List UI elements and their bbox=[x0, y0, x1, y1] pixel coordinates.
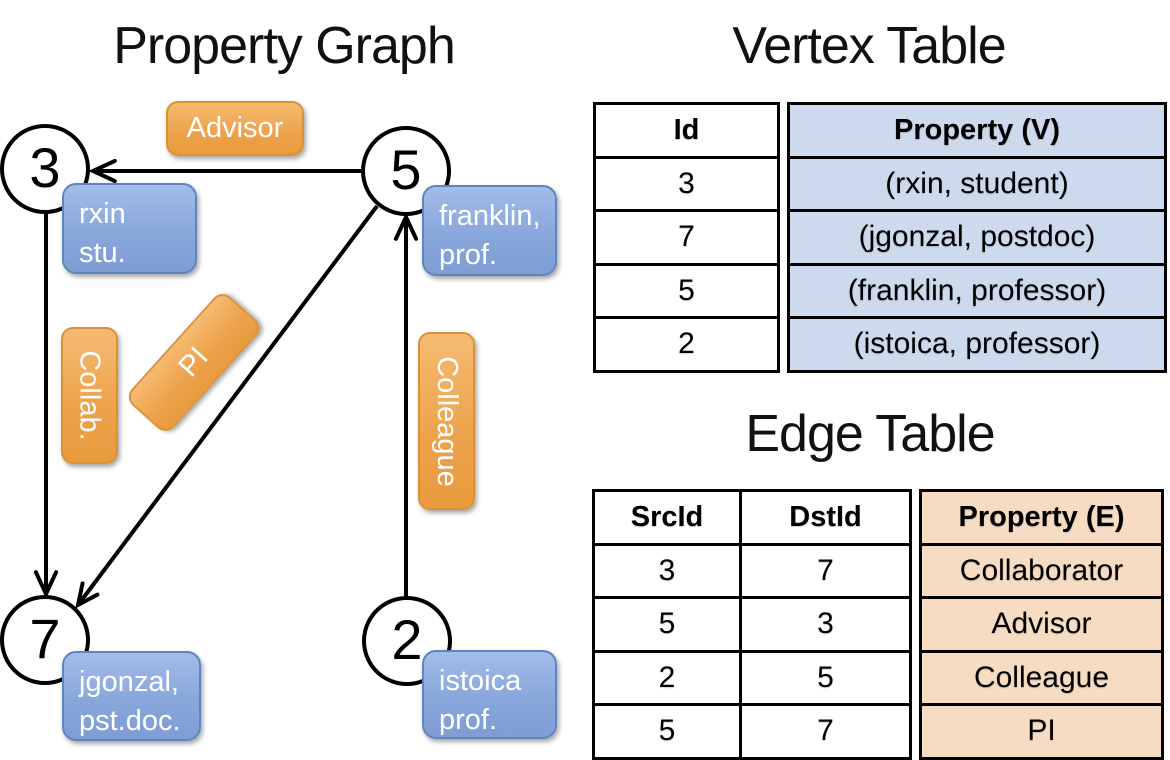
edge-label-colleague: Colleague bbox=[418, 332, 475, 510]
edge-table-property-column: Property (E) Collaborator Advisor Collea… bbox=[919, 489, 1164, 760]
table-cell: 3 bbox=[592, 542, 742, 599]
table-cell: (rxin, student) bbox=[787, 155, 1167, 212]
table-cell: Collaborator bbox=[919, 542, 1164, 599]
edge-label-colleague-text: Colleague bbox=[431, 355, 464, 487]
table-gap bbox=[912, 489, 919, 760]
edge-3-7-arrowhead bbox=[33, 570, 59, 599]
edge-table-id-columns: SrcId DstId 3 7 5 3 2 5 5 7 bbox=[592, 489, 912, 760]
vertex-property-2: istoica prof. bbox=[422, 650, 557, 739]
table-cell: PI bbox=[919, 703, 1164, 760]
vertex-id-5: 5 bbox=[390, 138, 422, 202]
edge-table-header-dstid: DstId bbox=[739, 489, 912, 546]
vertex-property-5-line1: franklin, bbox=[439, 200, 541, 232]
vertex-table-header-property: Property (V) bbox=[787, 102, 1167, 159]
vertex-property-2-line2: prof. bbox=[439, 704, 498, 737]
table-gap bbox=[780, 102, 787, 373]
edge-label-collab-text: Collab. bbox=[74, 350, 106, 441]
vertex-table-property-column: Property (V) (rxin, student) (jgonzal, p… bbox=[787, 102, 1167, 373]
table-cell: 7 bbox=[739, 542, 912, 599]
table-cell: 3 bbox=[593, 155, 780, 212]
table-cell: Colleague bbox=[919, 649, 1164, 706]
table-cell: 5 bbox=[592, 596, 742, 653]
vertex-table-id-column: Id 3 7 5 2 bbox=[593, 102, 780, 373]
vertex-id-2: 2 bbox=[391, 608, 423, 672]
table-cell: 2 bbox=[593, 316, 780, 373]
edge-label-advisor: Advisor bbox=[166, 101, 304, 156]
vertex-property-5: franklin, prof. bbox=[422, 185, 557, 276]
edge-label-pi-text: PI bbox=[172, 341, 215, 384]
table-cell: 5 bbox=[739, 649, 912, 706]
edge-5-7-arrowhead bbox=[75, 581, 100, 609]
vertex-property-3: rxin stu. bbox=[62, 183, 197, 274]
table-cell: 7 bbox=[593, 209, 780, 266]
vertex-table-title: Vertex Table bbox=[732, 17, 1006, 75]
vertex-property-7-line1: jgonzal, bbox=[79, 666, 179, 698]
table-cell: (jgonzal, postdoc) bbox=[787, 209, 1167, 266]
edge-5-3-arrowhead bbox=[88, 158, 117, 184]
vertex-id-7: 7 bbox=[29, 607, 61, 671]
vertex-property-5-line2: prof. bbox=[439, 239, 498, 272]
edge-table-header-srcid: SrcId bbox=[592, 489, 742, 546]
table-cell: 3 bbox=[739, 596, 912, 653]
vertex-property-3-line1: rxin bbox=[79, 198, 126, 230]
vertex-property-7: jgonzal, pst.doc. bbox=[62, 651, 201, 741]
table-cell: Advisor bbox=[919, 596, 1164, 653]
table-cell: (istoica, professor) bbox=[787, 316, 1167, 373]
edge-label-collab: Collab. bbox=[61, 327, 118, 464]
table-cell: (franklin, professor) bbox=[787, 262, 1167, 319]
edge-2-5-arrowhead bbox=[393, 212, 419, 241]
table-cell: 5 bbox=[593, 262, 780, 319]
edge-table-header-property: Property (E) bbox=[919, 489, 1164, 546]
edge-table: SrcId DstId 3 7 5 3 2 5 5 7 Property (E) bbox=[592, 489, 1164, 760]
table-cell: 2 bbox=[592, 649, 742, 706]
vertex-id-3: 3 bbox=[29, 136, 61, 200]
property-graph-title: Property Graph bbox=[113, 17, 456, 75]
vertex-property-3-line2: stu. bbox=[79, 237, 126, 270]
vertex-table: Id 3 7 5 2 Property (V) (rxin, student) … bbox=[593, 102, 1167, 373]
edge-5-7-line bbox=[79, 204, 379, 603]
vertex-property-2-line1: istoica bbox=[439, 665, 522, 697]
table-cell: 5 bbox=[592, 703, 742, 760]
edge-label-advisor-text: Advisor bbox=[186, 112, 284, 144]
table-cell: 7 bbox=[739, 703, 912, 760]
vertex-property-7-line2: pst.doc. bbox=[79, 705, 181, 738]
edge-table-title: Edge Table bbox=[745, 405, 995, 463]
vertex-table-header-id: Id bbox=[593, 102, 780, 159]
